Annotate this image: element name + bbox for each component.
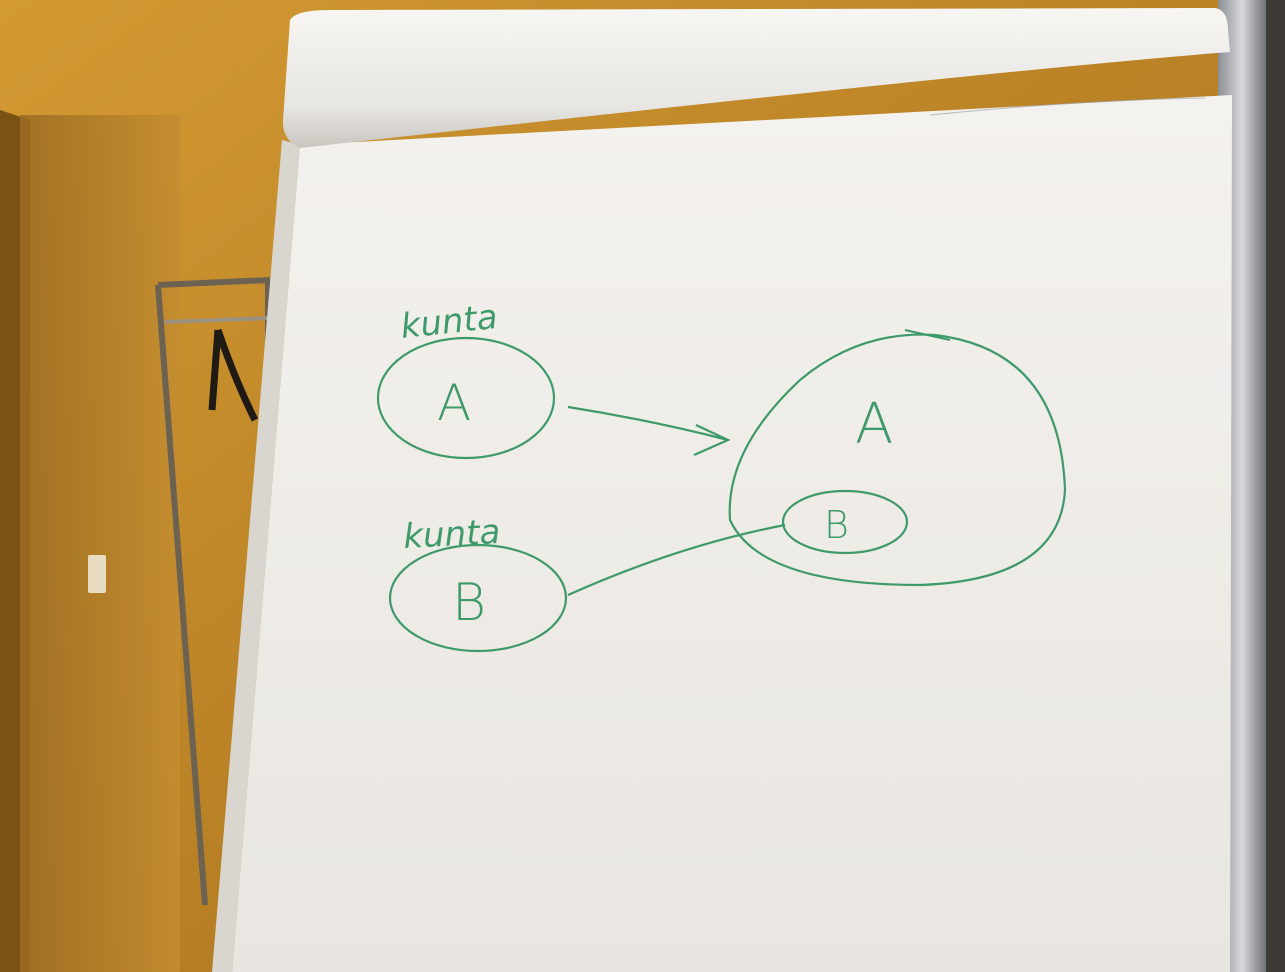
label-kunta-bottom: kunta (402, 512, 501, 557)
paper-roll (282, 8, 1230, 148)
letter-a-left: A (437, 374, 471, 432)
letter-b-left: B (452, 573, 486, 633)
hanger (208, 328, 259, 422)
ellipse-b-inner (781, 489, 909, 555)
letter-b-inner: B (824, 503, 849, 547)
letter-a-right: A (855, 392, 893, 457)
light-switch (88, 555, 106, 593)
wall-right-strip (1266, 0, 1285, 972)
blob-overlap-stroke (904, 329, 951, 341)
arrow-head (693, 424, 731, 457)
ellipse-a-left (376, 336, 556, 460)
arrow (567, 405, 729, 442)
flipchart-paper (232, 95, 1232, 972)
paper-fold-line (929, 97, 1206, 116)
diagram: kunta A kunta B A B (376, 297, 1067, 653)
paper-stack-edge (212, 140, 300, 972)
door (20, 115, 180, 972)
big-blob (728, 333, 1067, 587)
ellipse-b-left (388, 543, 568, 653)
connector-line (567, 523, 786, 597)
